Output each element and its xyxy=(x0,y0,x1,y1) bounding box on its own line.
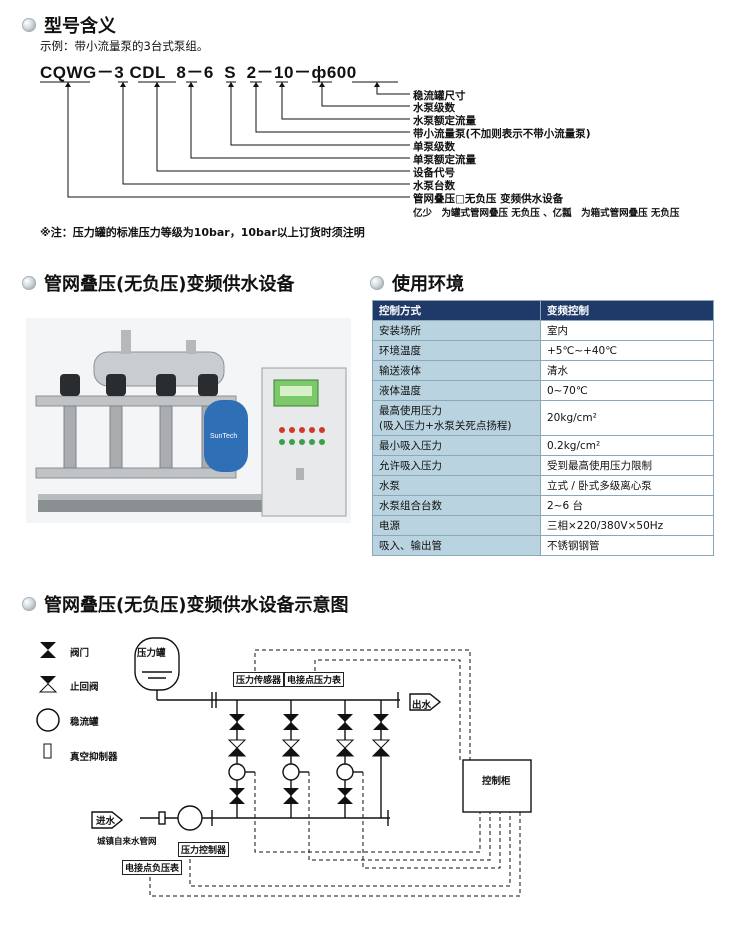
spec-value: 0~70℃ xyxy=(540,380,714,401)
section-model-title: 型号含义 xyxy=(22,12,116,38)
spec-row: 输送液体清水 xyxy=(372,360,714,381)
spec-key: 水泵 xyxy=(372,475,541,496)
spec-row: 环境温度+5℃~+40℃ xyxy=(372,340,714,361)
spec-key: 水泵组合台数 xyxy=(372,495,541,516)
legend-stabilizer-tank: 稳流罐 xyxy=(70,717,99,728)
spec-key: 液体温度 xyxy=(372,380,541,401)
code-stages: 6 xyxy=(203,63,214,82)
schematic-diagram xyxy=(91,637,532,897)
code-pump-count: 3 xyxy=(114,63,125,82)
spec-row: 允许吸入压力受到最高使用压力限制 xyxy=(372,455,714,476)
legend-pump-flow: 水泵额定流量 xyxy=(413,115,476,127)
spec-value: 2~6 台 xyxy=(540,495,714,516)
spec-row: 安装场所室内 xyxy=(372,320,714,341)
spec-value: 20kg/cm² xyxy=(540,400,714,436)
diagram-legend-symbols xyxy=(36,642,60,759)
spec-value: +5℃~+40℃ xyxy=(540,340,714,361)
bullet-icon xyxy=(22,276,36,290)
outlet-label: 出水 xyxy=(412,700,432,711)
equipment-photo: SunTech xyxy=(26,318,351,523)
section-environment-title: 使用环境 xyxy=(370,270,464,296)
spec-key: 控制方式 xyxy=(372,300,541,321)
spec-key: 最小吸入压力 xyxy=(372,435,541,456)
section-title-text: 使用环境 xyxy=(392,274,464,295)
spec-row: 吸入、输出管不锈钢钢管 xyxy=(372,535,714,556)
spec-row: 水泵立式 / 卧式多级离心泵 xyxy=(372,475,714,496)
model-legend-lines xyxy=(40,81,410,198)
spec-key: 电源 xyxy=(372,515,541,536)
code-dash: － xyxy=(96,63,115,82)
legend-pump-count: 水泵台数 xyxy=(413,180,455,192)
legend-equipment: 管网叠压□无负压 变频供水设备 xyxy=(413,193,564,205)
code-dash: － xyxy=(186,63,204,82)
code-small-stages: －10－ xyxy=(256,63,312,82)
spec-value: 三相×220/380V×50Hz xyxy=(540,515,714,536)
model-code: CQWG－3 CDL 8－6 S 2－10－ф600 xyxy=(40,58,357,83)
spec-key: 输送液体 xyxy=(372,360,541,381)
legend-type-note: 亿少 为罐式管网叠压 无负压 、亿瓢 为箱式管网叠压 无负压 xyxy=(413,208,680,219)
code-small-flow: 2 xyxy=(246,63,257,82)
spec-value: 0.2kg/cm² xyxy=(540,435,714,456)
municipal-network-label: 城镇自来水管网 xyxy=(97,837,157,847)
spec-header-row: 控制方式变频控制 xyxy=(372,300,714,321)
code-cdl: CDL xyxy=(129,63,166,82)
spec-value: 受到最高使用压力限制 xyxy=(540,455,714,476)
negative-gauge-label: 电接点负压表 xyxy=(122,860,183,875)
tank-brand: SunTech xyxy=(210,433,237,440)
legend-vacuum-suppressor: 真空抑制器 xyxy=(70,752,118,763)
section-diagram-title: 管网叠压(无负压)变频供水设备示意图 xyxy=(22,591,348,617)
bullet-icon xyxy=(370,276,384,290)
spec-key: 最高使用压力 (吸入压力+水泵关死点扬程) xyxy=(372,400,541,436)
legend-single-flow: 单泵额定流量 xyxy=(413,154,476,166)
pressure-note: ※注：压力罐的标准压力等级为10bar，10bar以上订货时须注明 xyxy=(40,226,365,239)
pressure-controller-label: 压力控制器 xyxy=(178,842,230,857)
code-small-pump: S xyxy=(224,63,237,82)
bullet-icon xyxy=(22,18,36,32)
code-flow: 8 xyxy=(176,63,187,82)
example-text: 示例：带小流量泵的3台式泵组。 xyxy=(40,39,209,53)
section-title-text: 管网叠压(无负压)变频供水设备 xyxy=(44,274,295,295)
code-tank-size: ф600 xyxy=(311,63,357,82)
spec-value: 变频控制 xyxy=(540,300,714,321)
spec-row: 电源三相×220/380V×50Hz xyxy=(372,515,714,536)
legend-pump-stages: 水泵级数 xyxy=(413,102,455,114)
pressure-sensor-label: 压力传感器 xyxy=(233,672,285,687)
section-title-text: 型号含义 xyxy=(44,16,116,37)
spec-key: 安装场所 xyxy=(372,320,541,341)
spec-value: 清水 xyxy=(540,360,714,381)
section-equipment-title: 管网叠压(无负压)变频供水设备 xyxy=(22,270,294,296)
inlet-label: 进水 xyxy=(96,816,116,827)
spec-value: 立式 / 卧式多级离心泵 xyxy=(540,475,714,496)
legend-check-valve: 止回阀 xyxy=(70,682,99,693)
spec-key: 环境温度 xyxy=(372,340,541,361)
code-cqwg: CQWG xyxy=(40,63,97,82)
bullet-icon xyxy=(22,597,36,611)
spec-key: 允许吸入压力 xyxy=(372,455,541,476)
pressure-tank-label: 压力罐 xyxy=(137,648,166,659)
section-title-text: 管网叠压(无负压)变频供水设备示意图 xyxy=(44,595,349,616)
control-cabinet-label: 控制柜 xyxy=(482,776,511,787)
legend-tank-size: 稳流罐尺寸 xyxy=(413,90,466,102)
spec-row: 最高使用压力 (吸入压力+水泵关死点扬程)20kg/cm² xyxy=(372,400,714,436)
spec-value: 室内 xyxy=(540,320,714,341)
legend-single-stages: 单泵级数 xyxy=(413,141,455,153)
legend-device-code: 设备代号 xyxy=(413,167,455,179)
legend-small-pump: 带小流量泵(不加则表示不带小流量泵) xyxy=(413,128,591,140)
legend-valve: 阀门 xyxy=(70,648,90,659)
spec-value: 不锈钢钢管 xyxy=(540,535,714,556)
spec-key: 吸入、输出管 xyxy=(372,535,541,556)
contact-gauge-label: 电接点压力表 xyxy=(284,672,345,687)
